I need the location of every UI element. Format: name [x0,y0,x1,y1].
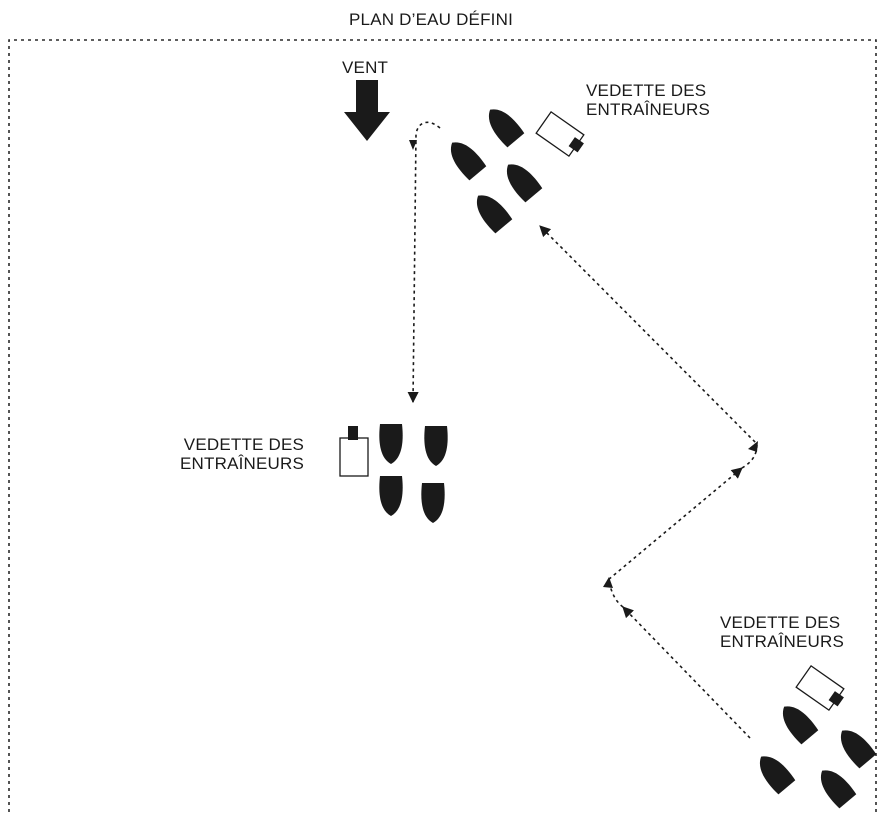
boat-icon [813,763,857,809]
boat-icon [421,483,445,523]
route-path-top-to-middle [407,121,441,404]
route-path-middle-leg [607,467,743,608]
coach-boat-icon-bottom [795,664,845,712]
route-arrow-top-to-middle [409,140,417,150]
boat-group-middle [379,424,448,523]
coach-boat-label-bottom: VEDETTE DES ENTRAÎNEURS [720,613,845,651]
route-path-bottom-leg [622,606,751,739]
coach-boat-icon-top [535,110,585,158]
boat-icon [481,102,525,148]
boat-icon [443,135,487,181]
coach-boat-icon-middle [339,426,369,477]
boat-group-top [443,102,543,234]
water-area-border [8,39,877,812]
route-arrow-marker [603,577,613,588]
boat-icon [379,476,403,516]
boat-icon [499,157,543,203]
diagram-title: PLAN D’EAU DÉFINI [349,10,513,29]
boat-icon [469,188,513,234]
boat-icon [775,699,819,745]
boat-icon [424,426,448,466]
route-arrow-marker [748,441,758,452]
boat-group-bottom [752,699,877,809]
boat-icon [833,723,877,769]
wind-label: VENT [342,58,389,77]
boat-icon [752,749,796,795]
down-arrow-icon [344,80,390,141]
route-path-middle-leg-b [539,225,758,469]
boat-icon [379,424,403,464]
coach-boat-label-top: VEDETTE DES ENTRAÎNEURS [586,81,711,119]
coach-boat-label-middle: VEDETTE DES ENTRAÎNEURS [180,435,305,473]
